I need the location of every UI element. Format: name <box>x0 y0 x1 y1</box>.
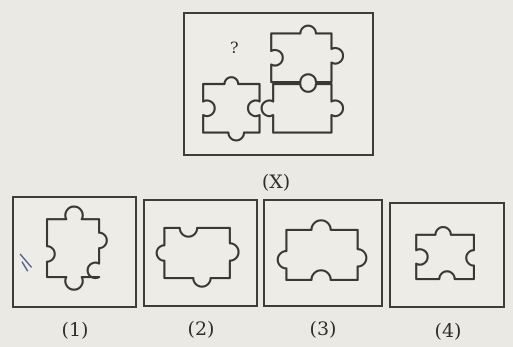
question-figure-x <box>183 12 374 156</box>
puzzle-piece-option-3 <box>265 201 381 305</box>
figure-x-label: (X) <box>246 171 306 193</box>
puzzle-piece-option-4 <box>391 204 503 306</box>
puzzle-piece-left <box>203 77 259 140</box>
option-4-label: (4) <box>418 320 478 342</box>
option-1-label: (1) <box>45 319 105 341</box>
puzzle-piece-option-1 <box>14 198 135 306</box>
option-4[interactable] <box>389 202 505 308</box>
option-3-label: (3) <box>293 318 353 340</box>
option-1[interactable] <box>12 196 137 308</box>
option-2-label: (2) <box>171 318 231 340</box>
option-3[interactable] <box>263 199 383 307</box>
missing-piece-marker: ? <box>230 38 239 57</box>
option-2[interactable] <box>143 199 258 307</box>
puzzle-assembly <box>185 14 372 154</box>
puzzle-piece-option-2 <box>145 201 256 305</box>
puzzle-piece-top <box>271 26 343 82</box>
puzzle-piece-right <box>262 84 343 133</box>
